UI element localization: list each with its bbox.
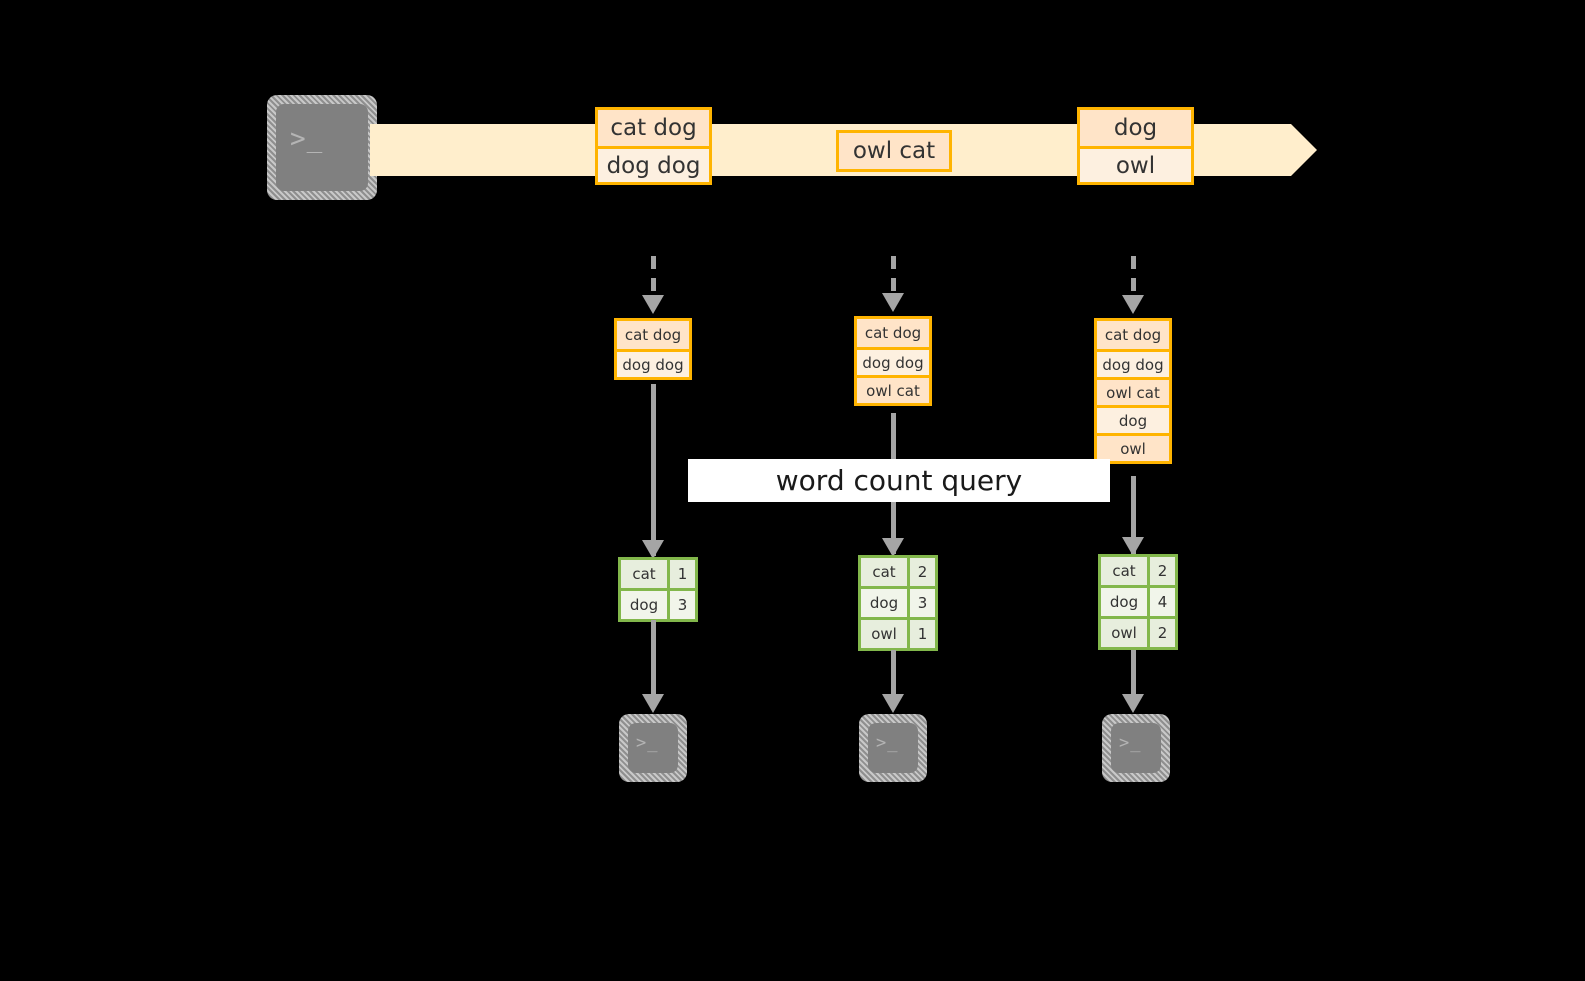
- snapshot-input-row: owl: [1097, 433, 1169, 461]
- snapshot-input-row: cat dog: [1097, 321, 1169, 349]
- query-flow-arrowhead-icon: [1122, 537, 1144, 556]
- stream-event-box: dog owl: [1077, 107, 1194, 185]
- result-count: 3: [667, 591, 695, 619]
- source-terminal-icon: >_: [267, 95, 377, 200]
- sink-terminal-prompt: >_: [1119, 733, 1142, 753]
- result-count: 1: [667, 560, 695, 588]
- sink-flow-line: [891, 650, 896, 698]
- result-row: dog 4: [1101, 585, 1175, 616]
- snapshot-tap-arrowhead-icon: [1122, 295, 1144, 314]
- snapshot-input-row: cat dog: [857, 319, 929, 347]
- result-count: 2: [1147, 619, 1175, 647]
- query-flow-line: [651, 384, 656, 556]
- stream-arrowhead-icon: [1291, 124, 1317, 176]
- result-row: cat 1: [621, 560, 695, 588]
- result-word: dog: [861, 589, 907, 617]
- stream-event-line: owl: [1080, 146, 1191, 182]
- snapshot-input-row: dog dog: [617, 349, 689, 377]
- result-count: 4: [1147, 588, 1175, 616]
- snapshot-input-row: owl cat: [857, 375, 929, 403]
- snapshot-input-row: cat dog: [617, 321, 689, 349]
- result-count: 2: [1147, 557, 1175, 585]
- sink-terminal-screen: >_: [868, 723, 918, 773]
- snapshot-input-box: cat dog dog dog: [614, 318, 692, 380]
- stream-event-box: cat dog dog dog: [595, 107, 712, 185]
- result-row: owl 1: [861, 617, 935, 648]
- snapshot-tap-line: [1131, 256, 1136, 298]
- result-word: owl: [861, 620, 907, 648]
- query-flow-arrowhead-icon: [882, 538, 904, 557]
- source-terminal-prompt: >_: [290, 124, 324, 154]
- snapshot-input-row: dog: [1097, 405, 1169, 433]
- query-label-banner: word count query: [688, 459, 1110, 502]
- result-count: 3: [907, 589, 935, 617]
- result-row: dog 3: [861, 586, 935, 617]
- stream-event-line: dog: [1080, 110, 1191, 146]
- snapshot-input-row: owl cat: [1097, 377, 1169, 405]
- result-row: cat 2: [861, 558, 935, 586]
- stream-event-line: owl cat: [839, 133, 949, 169]
- snapshot-tap-line: [891, 256, 896, 296]
- sink-flow-line: [1131, 650, 1136, 698]
- sink-terminal-prompt: >_: [876, 733, 899, 753]
- result-table: cat 2 dog 3 owl 1: [858, 555, 938, 651]
- snapshot-tap-arrowhead-icon: [642, 295, 664, 314]
- result-word: cat: [861, 558, 907, 586]
- snapshot-tap-arrowhead-icon: [882, 293, 904, 312]
- snapshot-input-box: cat dog dog dog owl cat dog owl: [1094, 318, 1172, 464]
- result-table: cat 1 dog 3: [618, 557, 698, 622]
- result-row: cat 2: [1101, 557, 1175, 585]
- query-label-text: word count query: [775, 464, 1023, 497]
- snapshot-input-row: dog dog: [857, 347, 929, 375]
- stream-event-box: owl cat: [836, 130, 952, 172]
- sink-terminal-screen: >_: [628, 723, 678, 773]
- sink-flow-line: [651, 620, 656, 698]
- snapshot-input-row: dog dog: [1097, 349, 1169, 377]
- result-word: cat: [621, 560, 667, 588]
- result-word: owl: [1101, 619, 1147, 647]
- sink-terminal-prompt: >_: [636, 733, 659, 753]
- sink-flow-arrowhead-icon: [642, 694, 664, 713]
- result-word: cat: [1101, 557, 1147, 585]
- result-table: cat 2 dog 4 owl 2: [1098, 554, 1178, 650]
- sink-terminal-icon: >_: [859, 714, 927, 782]
- stream-event-line: dog dog: [598, 146, 709, 182]
- stream-event-line: cat dog: [598, 110, 709, 146]
- result-word: dog: [1101, 588, 1147, 616]
- sink-flow-arrowhead-icon: [882, 694, 904, 713]
- result-word: dog: [621, 591, 667, 619]
- sink-flow-arrowhead-icon: [1122, 694, 1144, 713]
- sink-terminal-icon: >_: [619, 714, 687, 782]
- source-terminal-screen: >_: [276, 104, 368, 191]
- query-flow-line: [1131, 476, 1136, 554]
- query-flow-arrowhead-icon: [642, 540, 664, 559]
- result-row: dog 3: [621, 588, 695, 619]
- result-count: 1: [907, 620, 935, 648]
- sink-terminal-screen: >_: [1111, 723, 1161, 773]
- snapshot-input-box: cat dog dog dog owl cat: [854, 316, 932, 406]
- result-row: owl 2: [1101, 616, 1175, 647]
- sink-terminal-icon: >_: [1102, 714, 1170, 782]
- snapshot-tap-line: [651, 256, 656, 298]
- result-count: 2: [907, 558, 935, 586]
